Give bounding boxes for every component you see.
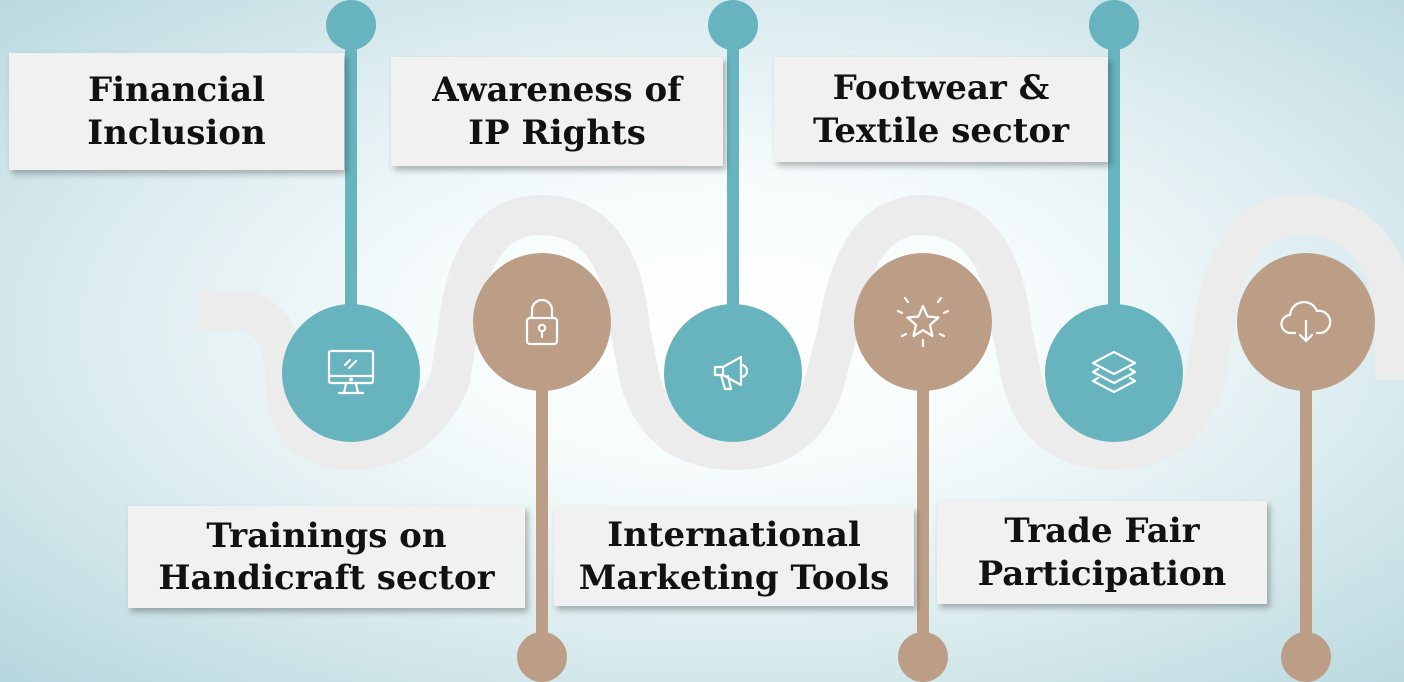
label-trainings-handicraft: Trainings on Handicraft sector [128, 506, 525, 608]
cloud-download-icon [1280, 301, 1332, 343]
label-footwear-textile: Footwear & Textile sector [774, 57, 1108, 162]
layers-icon [1091, 350, 1137, 394]
label-line-1: International [607, 515, 861, 556]
badge-trade-fair [1237, 253, 1375, 391]
badge-awareness-ip-rights [664, 304, 802, 442]
connector-dot-1 [326, 0, 376, 50]
connector-dot-2 [517, 632, 567, 682]
label-line-1: Trade Fair [1004, 511, 1200, 552]
label-line-2: Textile sector [812, 110, 1070, 151]
label-line-1: Footwear & [832, 68, 1050, 109]
label-line-1: Awareness of [432, 70, 682, 111]
label-line-2: Participation [977, 553, 1227, 594]
badge-footwear-textile [1045, 304, 1183, 442]
label-line-2: IP Rights [468, 112, 646, 153]
badge-financial-inclusion [282, 304, 420, 442]
connector-dot-4 [898, 632, 948, 682]
label-line-2: Inclusion [87, 112, 266, 153]
label-line-2: Handicraft sector [158, 558, 495, 598]
star-icon [896, 296, 950, 348]
label-awareness-ip-rights: Awareness of IP Rights [391, 57, 723, 166]
megaphone-icon [713, 355, 749, 391]
badge-international-marketing [854, 253, 992, 391]
lock-icon [525, 298, 559, 346]
label-international-marketing: International Marketing Tools [554, 507, 914, 606]
monitor-icon [327, 349, 375, 395]
label-line-2: Marketing Tools [578, 557, 890, 598]
connector-dot-3 [708, 0, 758, 50]
wavy-track [198, 195, 1404, 470]
label-line-1: Financial [87, 70, 266, 111]
label-financial-inclusion: Financial Inclusion [9, 53, 344, 170]
label-trade-fair: Trade Fair Participation [937, 501, 1267, 604]
label-line-1: Trainings on [206, 515, 447, 556]
badge-trainings-handicraft [473, 253, 611, 391]
connector-dot-6 [1281, 632, 1331, 682]
connector-dot-5 [1089, 0, 1139, 50]
